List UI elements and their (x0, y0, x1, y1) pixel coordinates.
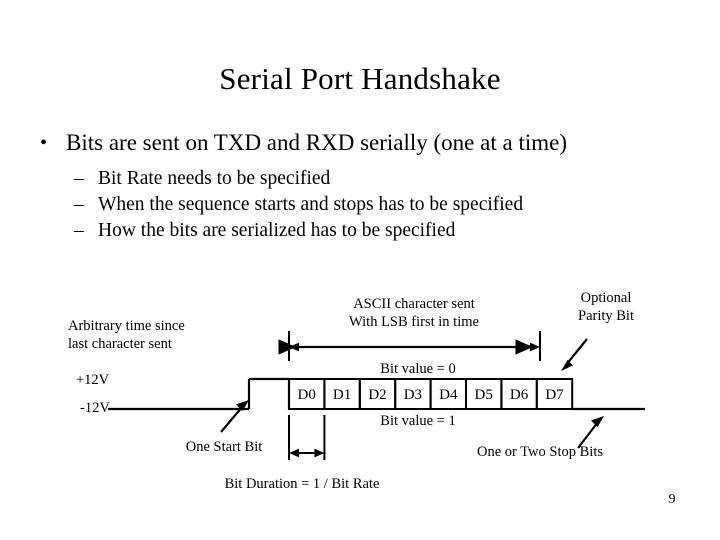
bullet-text: Bits are sent on TXD and RXD serially (o… (66, 130, 567, 155)
bit-cell-label: D0 (297, 387, 316, 403)
ascii-character-label: ASCII character sent With LSB first in t… (304, 295, 524, 331)
voltage-low-label: -12V (80, 400, 110, 416)
ascii-span-arrowhead-left (289, 342, 299, 352)
start-bit-pointer-arrow (220, 405, 244, 433)
waveform-trace (108, 377, 645, 411)
optional-parity-label: Optional Parity Bit (546, 289, 666, 325)
sub-bullet-text: How the bits are serialized has to be sp… (98, 220, 456, 241)
bit-cell-label: D5 (474, 387, 493, 403)
dash-marker-icon: – (74, 194, 84, 215)
page-number: 9 (668, 492, 676, 507)
bullet-marker-icon: • (40, 132, 48, 154)
bit-duration-arrowhead-left (289, 448, 299, 458)
sub-bullet-item-bit-rate: – Bit Rate needs to be specified (0, 166, 720, 192)
bit-cell-label: D6 (509, 387, 529, 403)
bit-cell-label: D7 (545, 387, 564, 403)
arbitrary-time-label: Arbitrary time since last character sent (68, 317, 185, 353)
sub-bullet-text: Bit Rate needs to be specified (98, 168, 331, 189)
arbitrary-time-line1: Arbitrary time since (68, 318, 185, 334)
stop-bits-pointer-arrowhead (591, 416, 604, 427)
bit-value-low-label: Bit value = 1 (380, 413, 456, 429)
sub-bullet-item-sequence: – When the sequence starts and stops has… (0, 192, 720, 218)
stop-bits-label: One or Two Stop Bits (476, 444, 603, 460)
bullet-item-primary: • Bits are sent on TXD and RXD serially … (0, 128, 720, 158)
sub-bullet-text: When the sequence starts and stops has t… (98, 194, 524, 215)
ascii-line1: ASCII character sent (353, 296, 475, 312)
bit-value-high-label: Bit value = 0 (380, 361, 456, 377)
serial-timing-diagram: Arbitrary time since last character sent… (0, 275, 720, 520)
dash-marker-icon: – (74, 220, 84, 241)
bit-cell-label: D3 (403, 387, 423, 403)
sub-bullet-item-serialized: – How the bits are serialized has to be … (0, 218, 720, 244)
page-title: Serial Port Handshake (219, 61, 501, 96)
parity-pointer-arrowhead (561, 360, 573, 371)
parity-pointer-arrow (565, 338, 588, 366)
bit-cell-box (535, 378, 574, 410)
one-start-bit-label: One Start Bit (185, 439, 263, 455)
ascii-line2: With LSB first in time (349, 314, 479, 330)
bit-duration-arrowhead-right (314, 448, 325, 458)
voltage-high-label: +12V (76, 372, 110, 388)
bit-cell-label: D4 (439, 387, 458, 403)
stop-bits-pointer-arrow (577, 421, 599, 449)
timing-waveform-svg (108, 331, 645, 460)
ascii-span-arrowhead-right (530, 342, 540, 352)
dash-marker-icon: – (74, 168, 84, 189)
bit-cell-label: D2 (368, 387, 387, 403)
bullet-list: • Bits are sent on TXD and RXD serially … (0, 128, 720, 244)
optional-line2: Parity Bit (578, 308, 634, 324)
bit-duration-label: Bit Duration = 1 / Bit Rate (224, 476, 380, 492)
bit-cell-boxes (288, 378, 574, 410)
bit-cell-label: D1 (332, 387, 352, 403)
start-bit-pointer-arrowhead (236, 400, 249, 411)
arbitrary-time-line2: last character sent (68, 336, 172, 352)
optional-line1: Optional (580, 290, 632, 306)
